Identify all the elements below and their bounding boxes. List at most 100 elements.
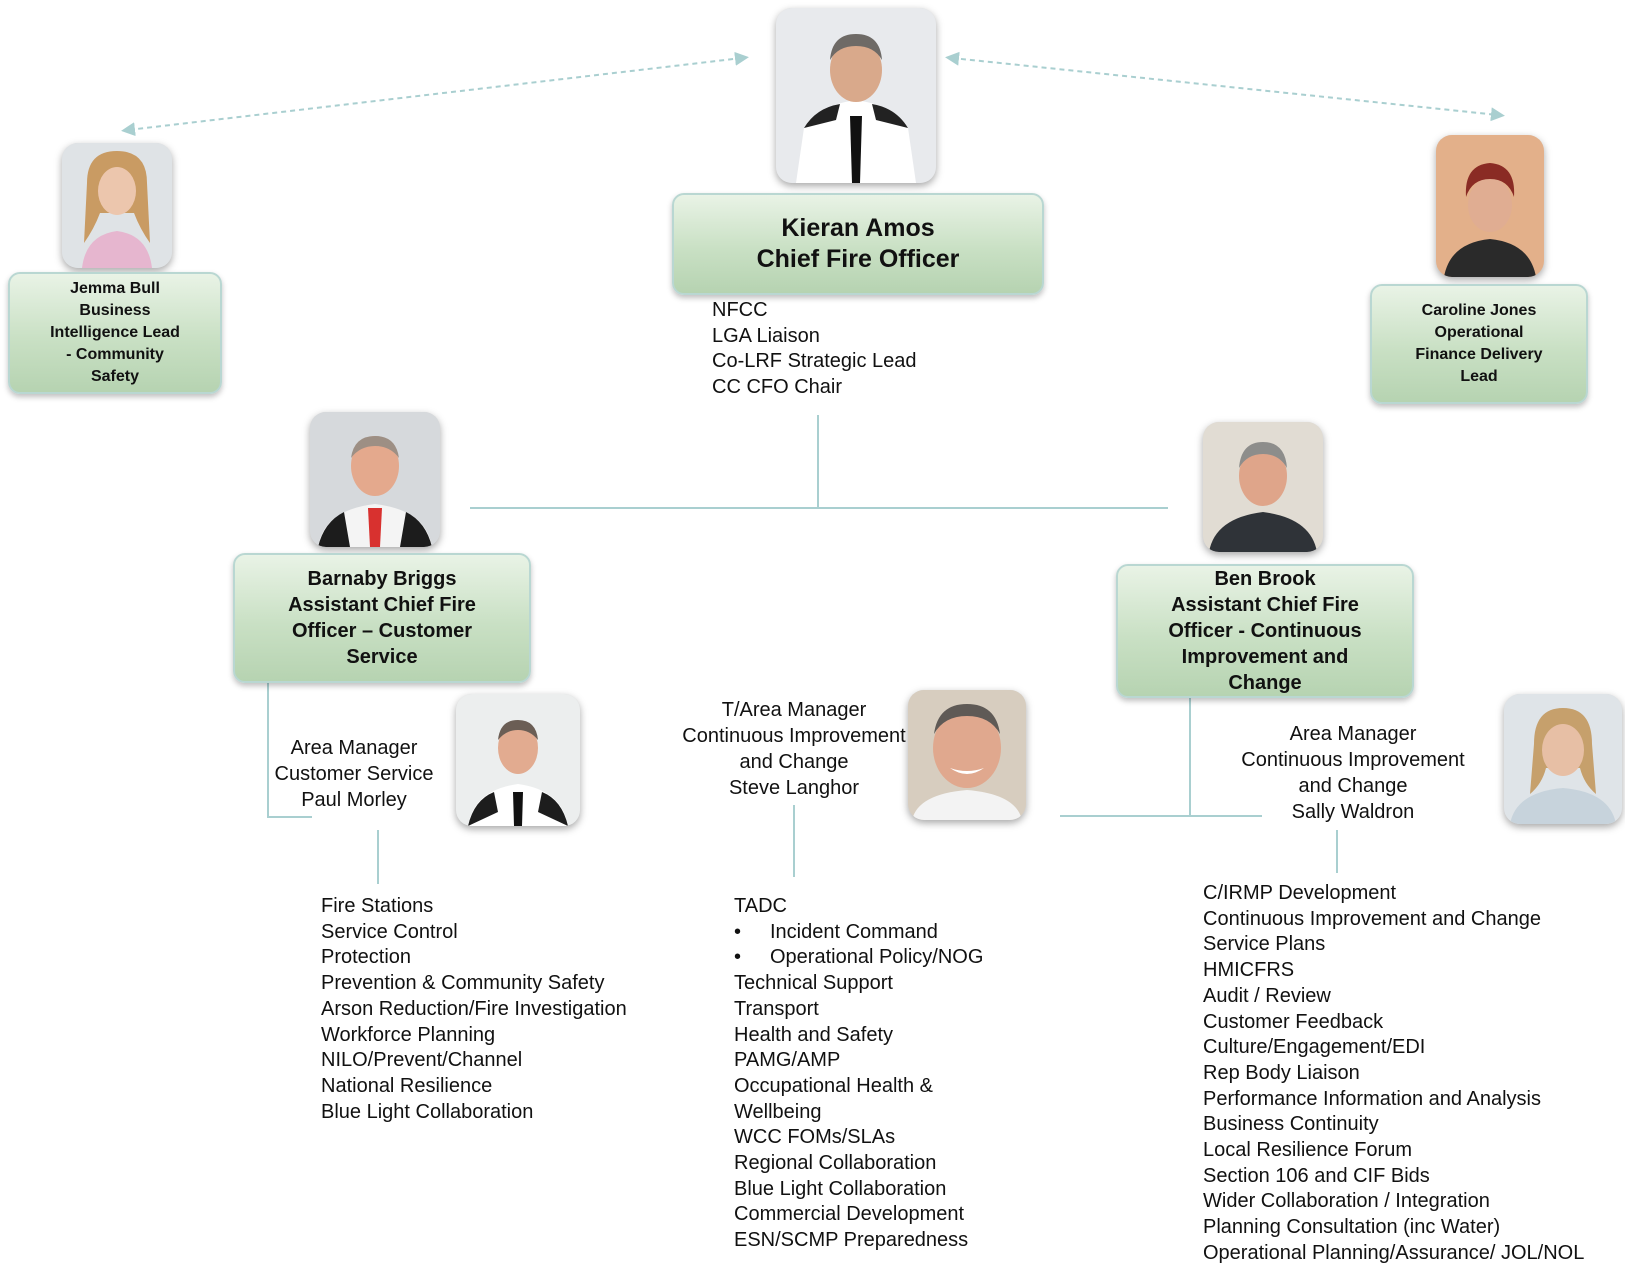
duty-item: Health and Safety [734, 1023, 893, 1046]
caroline-line: Operational [1434, 324, 1524, 341]
duty-item: NILO/Prevent/Channel [321, 1049, 523, 1072]
steve-line: T/Area Manager [721, 699, 867, 721]
chief-duty: CC CFO Chair [712, 376, 843, 399]
paul-photo [456, 694, 580, 826]
steve-duties: TADC Incident Command Operational Policy… [734, 894, 983, 1254]
kieran-photo [776, 8, 936, 183]
barnaby-line: Service [346, 646, 418, 668]
person-photo-icon [62, 143, 172, 268]
paul-line: Customer Service [274, 763, 434, 785]
jemma-line: - Community [66, 346, 164, 363]
duty-item: Wider Collaboration / Integration [1203, 1190, 1490, 1213]
duty-item: Operational Planning/Assurance/ JOL/NOL [1203, 1241, 1585, 1264]
barnaby-line: Barnaby Briggs [307, 568, 457, 590]
ben-line: Ben Brook [1214, 568, 1316, 590]
chief-duty: LGA Liaison [712, 324, 820, 347]
paul-line: Area Manager [290, 737, 418, 759]
caroline-line: Lead [1460, 368, 1498, 385]
jemma-line: Business [79, 302, 151, 319]
ben-line: Assistant Chief Fire [1171, 594, 1359, 616]
duty-heading: TADC [734, 895, 787, 917]
duty-item: Service Plans [1203, 933, 1326, 956]
chief-title: Chief Fire Officer [756, 245, 960, 273]
duty-item: Culture/Engagement/EDI [1203, 1036, 1426, 1059]
ben-connector [1060, 698, 1191, 817]
duty-bullet: Operational Policy/NOG [734, 945, 983, 971]
duty-item: Blue Light Collaboration [321, 1100, 534, 1123]
jemma-photo [62, 143, 172, 268]
caroline-photo [1436, 135, 1544, 277]
duty-item: Local Resilience Forum [1203, 1139, 1412, 1162]
duty-item: Commercial Development [734, 1203, 965, 1226]
sally-photo [1504, 694, 1622, 824]
duty-item: Protection [321, 946, 412, 969]
paul-duties: Fire Stations Service Control Protection… [321, 894, 627, 1125]
paul-line: Paul Morley [301, 789, 407, 811]
ben-line: Change [1228, 672, 1302, 694]
person-photo-icon [1203, 422, 1323, 552]
caroline-box: Caroline Jones Operational Finance Deliv… [1370, 284, 1588, 404]
jemma-line: Safety [90, 368, 140, 385]
duty-item: Audit / Review [1203, 984, 1331, 1007]
duty-item: Rep Body Liaison [1203, 1061, 1360, 1084]
chief-name: Kieran Amos [781, 214, 935, 242]
duty-bullet: Incident Command [734, 920, 983, 946]
duty-item: Transport [734, 997, 819, 1020]
sally-line: Sally Waldron [1291, 801, 1415, 823]
jemma-line: Intelligence Lead [50, 324, 180, 341]
barnaby-paul-connector [267, 683, 312, 818]
duty-item: WCC FOMs/SLAs [734, 1126, 896, 1149]
duty-item: ESN/SCMP Preparedness [734, 1229, 969, 1252]
person-photo-icon [908, 690, 1026, 820]
duty-item: Business Continuity [1203, 1113, 1379, 1136]
sally-duties: C/IRMP Development Continuous Improvemen… [1203, 881, 1584, 1267]
steve-label: T/Area Manager Continuous Improvement an… [648, 697, 940, 801]
sally-line: and Change [1298, 775, 1408, 797]
person-photo-icon [1504, 694, 1622, 824]
duty-item: Blue Light Collaboration [734, 1177, 947, 1200]
dotted-arrow-left [121, 51, 749, 137]
ben-photo [1203, 422, 1323, 552]
chief-duty: NFCC [712, 299, 768, 321]
person-photo-icon [1436, 135, 1544, 277]
sally-line: Continuous Improvement [1241, 749, 1465, 771]
barnaby-photo [310, 412, 440, 547]
sally-label: Area Manager Continuous Improvement and … [1208, 721, 1498, 825]
jemma-line: Jemma Bull [70, 280, 160, 297]
duty-item: National Resilience [321, 1074, 493, 1097]
ben-line: Officer - Continuous [1168, 620, 1362, 642]
duty-item: Performance Information and Analysis [1203, 1087, 1541, 1110]
barnaby-line: Officer – Customer [291, 620, 473, 642]
caroline-line: Caroline Jones [1421, 302, 1537, 319]
duty-item: Workforce Planning [321, 1023, 496, 1046]
chief-duty: Co-LRF Strategic Lead [712, 350, 917, 373]
duty-item: Fire Stations [321, 895, 434, 917]
sally-line: Area Manager [1289, 723, 1417, 745]
duty-item: Section 106 and CIF Bids [1203, 1164, 1430, 1187]
duty-item: Service Control [321, 920, 458, 943]
duty-item: C/IRMP Development [1203, 882, 1397, 904]
steve-line: Continuous Improvement [682, 725, 906, 747]
person-photo-icon [776, 8, 936, 183]
duty-item: Regional Collaboration [734, 1152, 937, 1175]
duty-item: PAMG/AMP [734, 1049, 841, 1072]
duty-item: Technical Support [734, 972, 893, 995]
ben-box: Ben Brook Assistant Chief Fire Officer -… [1116, 564, 1414, 698]
person-photo-icon [456, 694, 580, 826]
chief-box: Kieran Amos Chief Fire Officer [672, 193, 1044, 295]
steve-photo [908, 690, 1026, 820]
duty-item: Arson Reduction/Fire Investigation [321, 997, 627, 1020]
duty-item: Planning Consultation (inc Water) [1203, 1216, 1501, 1239]
paul-label: Area Manager Customer Service Paul Morle… [264, 735, 444, 813]
caroline-line: Finance Delivery [1415, 346, 1543, 363]
steve-line: and Change [739, 751, 849, 773]
dotted-arrow-right [945, 51, 1505, 122]
steve-line: Steve Langhor [728, 777, 860, 799]
duty-item: Wellbeing [734, 1100, 822, 1123]
duty-item: Continuous Improvement and Change [1203, 907, 1541, 930]
jemma-box: Jemma Bull Business Intelligence Lead - … [8, 272, 222, 394]
chief-duties: NFCC LGA Liaison Co-LRF Strategic Lead C… [712, 298, 917, 401]
duty-item: Customer Feedback [1203, 1010, 1384, 1033]
duty-item: HMICFRS [1203, 959, 1295, 982]
